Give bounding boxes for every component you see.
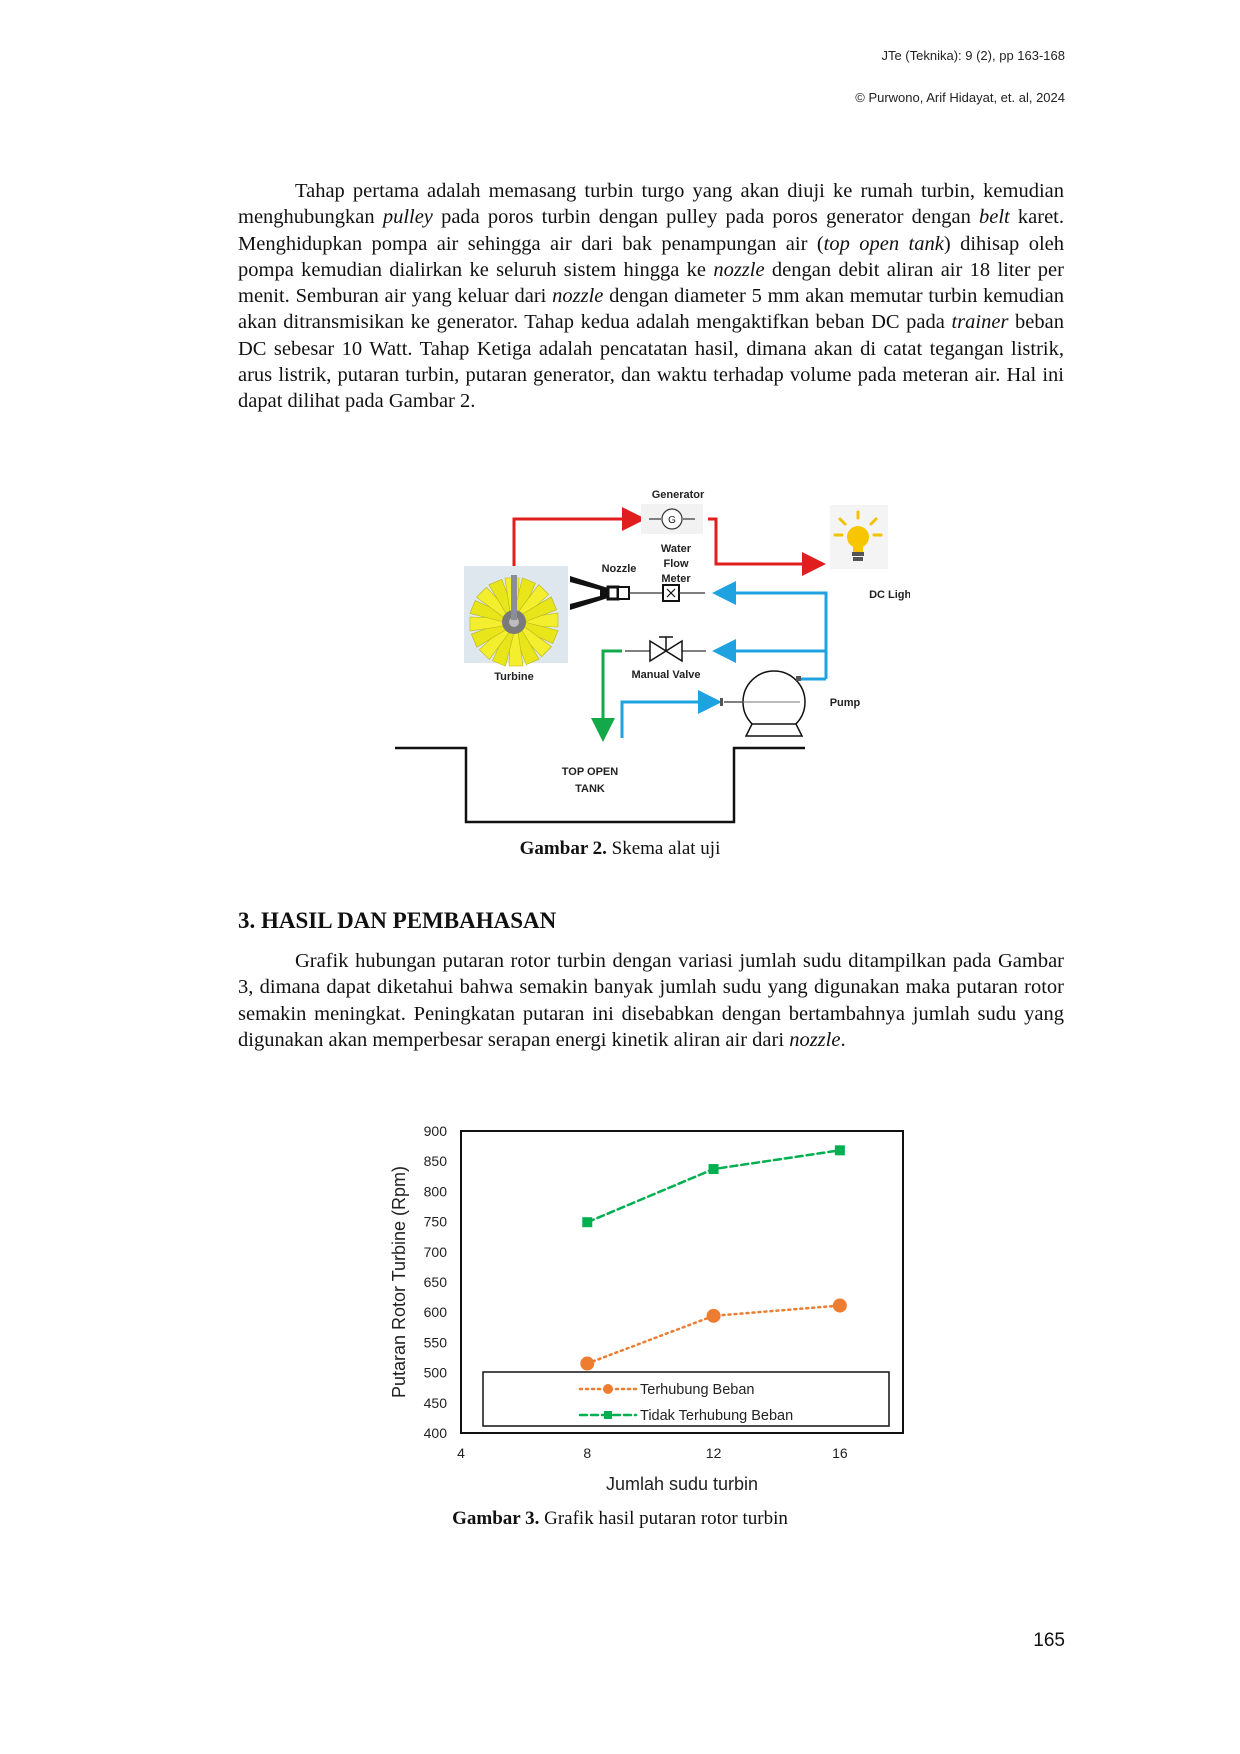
figure-3-text: Grafik hasil putaran rotor turbin bbox=[539, 1508, 788, 1529]
x-tick-label: 12 bbox=[706, 1445, 722, 1461]
y-tick-label: 750 bbox=[424, 1214, 448, 1230]
text-run: nozzle bbox=[713, 258, 765, 281]
text-run: top open tank bbox=[823, 232, 944, 255]
flow-meter-label-1: Water bbox=[661, 543, 692, 555]
text-run: pada poros turbin dengan pulley pada por… bbox=[432, 206, 979, 229]
figure-2-caption: Gambar 2. Skema alat uji bbox=[0, 838, 1240, 860]
text-run: dengan diameter 5 mm akan memutar turbin… bbox=[238, 285, 1064, 334]
text-run: Grafik hubungan putaran rotor turbin den… bbox=[238, 950, 1064, 1051]
y-tick-label: 650 bbox=[424, 1274, 448, 1290]
flow-meter-label-3: Meter bbox=[661, 573, 691, 585]
manual-valve-symbol bbox=[625, 636, 706, 663]
text-run: karet. Menghidupkan pompa air sehingga a… bbox=[238, 206, 1064, 255]
water-flow-meter-symbol bbox=[662, 584, 705, 602]
text-run: pulley bbox=[382, 206, 433, 229]
figure-3-caption: Gambar 3. Grafik hasil putaran rotor tur… bbox=[0, 1508, 1240, 1530]
y-tick-label: 400 bbox=[424, 1425, 448, 1441]
page-number: 165 bbox=[1033, 1630, 1065, 1651]
copyright-header: © Purwono, Arif Hidayat, et. al, 2024 bbox=[855, 90, 1065, 105]
data-point bbox=[708, 1164, 719, 1175]
text-run: Tahap pertama adalah memasang turbin tur… bbox=[238, 180, 1064, 229]
manual-valve-label: Manual Valve bbox=[631, 669, 700, 681]
water-line-to-flow-meter bbox=[712, 581, 828, 679]
figure-2-label: Gambar 2. bbox=[519, 838, 607, 859]
text-run: ) dihisap oleh pompa kemudian dialirkan … bbox=[238, 232, 1064, 281]
pump-symbol bbox=[720, 670, 806, 737]
paragraph-results: Grafik hubungan putaran rotor turbin den… bbox=[238, 948, 1064, 1053]
y-tick-label: 600 bbox=[424, 1304, 448, 1320]
data-point bbox=[834, 1145, 845, 1156]
data-point bbox=[582, 1217, 593, 1228]
text-run: belt bbox=[978, 206, 1010, 229]
text-run: dengan debit aliran air 18 liter per men… bbox=[238, 258, 1064, 308]
y-tick-label: 550 bbox=[424, 1334, 448, 1350]
x-axis-label: Jumlah sudu turbin bbox=[606, 1474, 758, 1494]
generator-symbol-label: G bbox=[668, 515, 676, 526]
schematic-diagram: G Generator DC Light Nozzle Water Flo bbox=[395, 489, 910, 824]
data-point bbox=[706, 1308, 721, 1323]
x-tick-label: 8 bbox=[583, 1445, 591, 1461]
y-tick-label: 900 bbox=[424, 1123, 448, 1139]
section-heading: 3. HASIL DAN PEMBAHASAN bbox=[238, 908, 557, 933]
water-line-from-tank bbox=[620, 690, 722, 738]
figure-3-label: Gambar 3. bbox=[452, 1508, 540, 1529]
dc-light-label: DC Light bbox=[869, 589, 910, 601]
figure-2-text: Skema alat uji bbox=[606, 838, 721, 859]
generator-label: Generator bbox=[652, 489, 705, 501]
y-tick-label: 800 bbox=[424, 1183, 448, 1199]
y-tick-label: 450 bbox=[424, 1395, 448, 1411]
text-run: beban DC sebesar 10 Watt. Tahap Ketiga a… bbox=[238, 311, 1064, 413]
x-tick-label: 16 bbox=[832, 1445, 848, 1461]
water-return-line bbox=[591, 649, 622, 742]
pump-label: Pump bbox=[830, 697, 861, 709]
tank-label-2: TANK bbox=[575, 783, 605, 795]
generator-symbol: G bbox=[641, 504, 703, 534]
text-run: trainer bbox=[951, 311, 1009, 334]
nozzle-symbol bbox=[570, 576, 663, 610]
x-tick-label: 4 bbox=[457, 1445, 465, 1461]
legend-entry: Terhubung Beban bbox=[640, 1382, 755, 1398]
flow-meter-label-2: Flow bbox=[663, 558, 688, 570]
turbine-label: Turbine bbox=[494, 671, 534, 683]
dc-light-bulb-icon bbox=[830, 505, 888, 569]
power-line-to-light bbox=[708, 517, 826, 576]
text-run: . bbox=[840, 1028, 846, 1051]
y-tick-label: 700 bbox=[424, 1244, 448, 1260]
tank-label-1: TOP OPEN bbox=[562, 766, 619, 778]
text-run: nozzle bbox=[789, 1028, 841, 1051]
plot-area bbox=[460, 1130, 904, 1434]
text-run: nozzle bbox=[552, 285, 604, 308]
rotor-speed-chart: 400 450 500 550 600 650 700 750 800 850 900 4 8 12 16J… bbox=[389, 1123, 904, 1494]
y-tick-label: 500 bbox=[424, 1365, 448, 1381]
y-tick-label: 850 bbox=[424, 1153, 448, 1169]
turbine-image bbox=[464, 566, 568, 667]
top-open-tank bbox=[395, 746, 805, 824]
legend-entry: Tidak Terhubung Beban bbox=[640, 1408, 793, 1424]
nozzle-label: Nozzle bbox=[602, 563, 637, 575]
y-axis-label: Putaran Rotor Turbine (Rpm) bbox=[389, 1166, 409, 1398]
data-point bbox=[580, 1356, 595, 1371]
power-line-to-generator bbox=[512, 507, 646, 566]
journal-header: JTe (Teknika): 9 (2), pp 163-168 bbox=[881, 48, 1065, 63]
paragraph-method: Tahap pertama adalah memasang turbin tur… bbox=[238, 178, 1064, 415]
data-point bbox=[832, 1298, 847, 1313]
series-line-2 bbox=[586, 1149, 842, 1224]
